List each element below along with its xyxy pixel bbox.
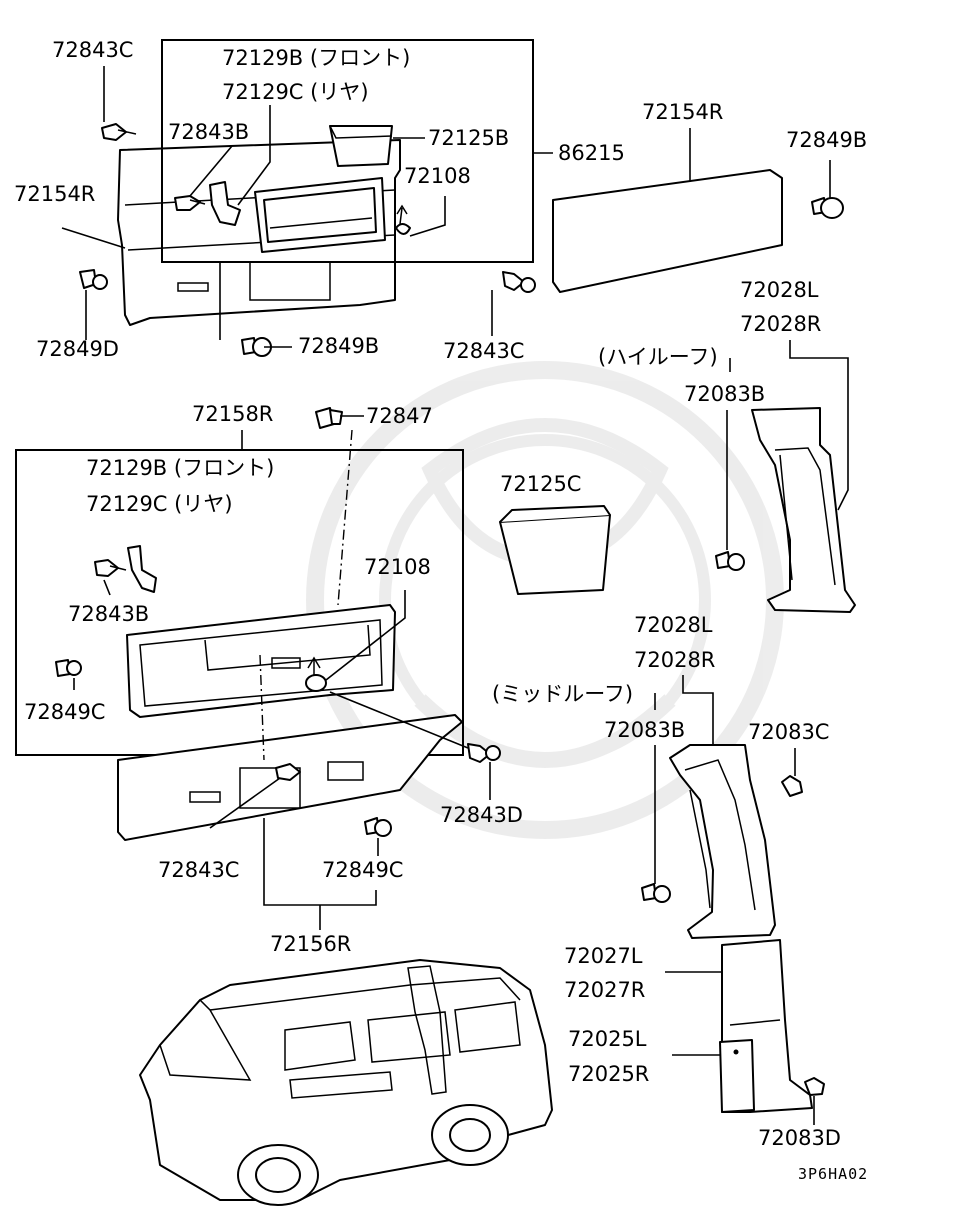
label-72843B-top: 72843B xyxy=(168,120,250,144)
clip-72083C xyxy=(781,775,803,797)
label-72154R-left: 72154R xyxy=(14,182,96,206)
pocket-72125C xyxy=(499,505,611,595)
label-72156R: 72156R xyxy=(270,932,352,956)
clip-72083B-mid xyxy=(641,883,671,903)
pillar-trim-72028-highroof xyxy=(751,407,856,613)
label-72083B-mid: 72083B xyxy=(604,718,686,742)
label-72129B-top: 72129B (フロント) xyxy=(222,46,411,70)
label-72843B-mid: 72843B xyxy=(68,602,150,626)
screw-72843B-mid xyxy=(94,559,127,577)
handle-frame-72108-top xyxy=(254,177,386,253)
bracket-72129-top xyxy=(209,181,241,226)
label-72027L: 72027L xyxy=(564,944,643,968)
label-72129B-mid: 72129B (フロント) xyxy=(86,456,275,480)
clip-72083B-high xyxy=(715,551,745,571)
screw-72843C-right xyxy=(502,271,536,293)
cover-72025 xyxy=(719,1039,755,1113)
label-72849C-left: 72849C xyxy=(24,700,106,724)
trim-72158R xyxy=(126,604,396,718)
label-72843C-right: 72843C xyxy=(443,339,525,363)
label-72025L: 72025L xyxy=(568,1027,647,1051)
screw-72843D xyxy=(467,743,501,763)
label-72129C-mid: 72129C (リヤ) xyxy=(86,492,233,516)
label-72108-mid: 72108 xyxy=(364,555,431,579)
label-72028R-high: 72028R xyxy=(740,312,822,336)
screw-72843C-top xyxy=(101,123,137,141)
van-illustration xyxy=(139,959,553,1206)
label-72083C: 72083C xyxy=(748,720,830,744)
label-72108-top: 72108 xyxy=(404,164,471,188)
clip-72847 xyxy=(315,407,343,429)
pocket-72125B xyxy=(329,125,393,167)
label-72849C-bottom: 72849C xyxy=(322,858,404,882)
label-72125C: 72125C xyxy=(500,472,582,496)
clip-72849B-bottom xyxy=(241,337,272,357)
clip-72849C-bottom xyxy=(364,817,392,837)
screw-72843C-lower xyxy=(275,763,301,781)
label-72027R: 72027R xyxy=(564,978,646,1002)
bracket-72129-mid xyxy=(127,545,157,593)
screw-72843B-top xyxy=(174,195,206,211)
clip-72083D xyxy=(804,1077,825,1096)
label-72847: 72847 xyxy=(366,404,433,428)
label-72125B: 72125B xyxy=(428,126,510,150)
label-72843C-top: 72843C xyxy=(52,38,134,62)
label-86215: 86215 xyxy=(558,141,625,165)
frame-86215-group xyxy=(161,39,534,263)
panel-72154R-right xyxy=(552,169,783,293)
label-72158R: 72158R xyxy=(192,402,274,426)
label-highroof: (ハイルーフ) xyxy=(598,345,718,369)
label-72849B-right: 72849B xyxy=(786,128,868,152)
label-72849D: 72849D xyxy=(36,337,119,361)
label-72154R-right: 72154R xyxy=(642,100,724,124)
label-72028L-high: 72028L xyxy=(740,278,819,302)
label-72849B-bottom: 72849B xyxy=(298,334,380,358)
clip-72849D xyxy=(79,269,108,290)
label-72028L-mid: 72028L xyxy=(634,613,713,637)
handle-72108-mid xyxy=(305,656,327,692)
pillar-trim-72028-midroof xyxy=(669,744,776,939)
label-72843D: 72843D xyxy=(440,803,523,827)
label-72025R: 72025R xyxy=(568,1062,650,1086)
clip-72108-top xyxy=(395,204,411,235)
label-72083B-high: 72083B xyxy=(684,382,766,406)
label-72028R-mid: 72028R xyxy=(634,648,716,672)
clip-72849B-right xyxy=(811,197,844,219)
label-72083D: 72083D xyxy=(758,1126,841,1150)
leader-lines xyxy=(61,66,849,1125)
label-midroof: (ミッドルーフ) xyxy=(492,682,634,706)
label-72129C-top: 72129C (リヤ) xyxy=(222,80,369,104)
label-72843C-lower: 72843C xyxy=(158,858,240,882)
clip-72849C-left xyxy=(55,659,82,677)
diagram-code: 3P6HA02 xyxy=(798,1165,869,1183)
